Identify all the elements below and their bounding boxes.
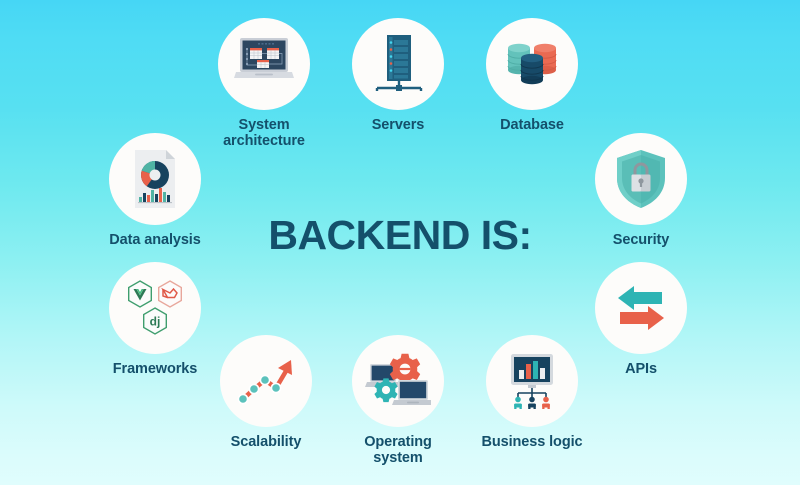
laptops-gears-icon (365, 353, 431, 405)
node-security[interactable]: Security (561, 133, 721, 248)
node-business-logic[interactable]: Business logic (452, 335, 612, 450)
svg-text:dj: dj (150, 315, 161, 329)
node-operating-system[interactable]: Operating system (318, 335, 478, 466)
bubble-system-architecture (218, 18, 310, 110)
label-line: System (238, 117, 290, 133)
node-label-servers: Servers (318, 117, 478, 133)
framework-hexagons-icon: dj (128, 280, 182, 335)
person-coral (542, 396, 550, 409)
label-line: architecture (223, 133, 305, 150)
laptop-diagram-icon (234, 38, 294, 78)
server-rack-icon (375, 35, 423, 91)
chart-people-icon (511, 354, 553, 409)
node-label-scalability: Scalability (186, 434, 346, 450)
bubble-business-logic (486, 335, 578, 427)
node-label-system-architecture: System architecture (184, 117, 344, 149)
exchange-arrows-icon (618, 286, 664, 330)
report-chart-icon (135, 150, 175, 208)
growth-arrow-icon (237, 360, 292, 405)
page-title: BACKEND IS: (268, 212, 532, 258)
person-teal (514, 396, 522, 409)
vue-logo-icon (128, 280, 152, 308)
label-line: Security (612, 232, 670, 248)
bubble-database (486, 18, 578, 110)
node-apis[interactable]: APIs (561, 262, 721, 377)
node-label-security: Security (561, 232, 721, 248)
label-line: Data analysis (109, 232, 201, 248)
database-cylinders-icon (507, 43, 557, 85)
bubble-security (595, 133, 687, 225)
node-label-frameworks: Frameworks (75, 361, 235, 377)
person-navy (528, 396, 536, 409)
bubble-scalability (220, 335, 312, 427)
node-label-operating-system: Operating system (318, 434, 478, 466)
bubble-data-analysis (109, 133, 201, 225)
bubble-apis (595, 262, 687, 354)
node-label-apis: APIs (561, 361, 721, 377)
bubble-frameworks: dj (109, 262, 201, 354)
gear-teal-icon (374, 378, 398, 403)
label-line: Scalability (230, 434, 302, 450)
node-frameworks[interactable]: dj Frameworks (75, 262, 235, 377)
node-database[interactable]: Database (452, 18, 612, 133)
node-data-analysis[interactable]: Data analysis (75, 133, 235, 248)
gear-red-icon (389, 353, 421, 385)
shield-lock-icon (617, 150, 665, 208)
label-line: Database (500, 117, 564, 133)
django-logo-icon: dj (143, 307, 167, 335)
node-servers[interactable]: Servers (318, 18, 478, 133)
laravel-logo-icon (158, 280, 182, 308)
node-label-data-analysis: Data analysis (75, 232, 235, 248)
label-line: Frameworks (112, 361, 198, 377)
node-label-database: Database (452, 117, 612, 133)
bubble-servers (352, 18, 444, 110)
label-line: APIs (625, 361, 657, 377)
label-line: Operating (364, 434, 432, 450)
node-system-architecture[interactable]: System architecture (184, 18, 344, 149)
label-line: system (373, 450, 423, 467)
label-line: Servers (371, 117, 425, 133)
bubble-operating-system (352, 335, 444, 427)
label-line: Business logic (481, 434, 583, 450)
node-label-business-logic: Business logic (452, 434, 612, 450)
node-scalability[interactable]: Scalability (186, 335, 346, 450)
